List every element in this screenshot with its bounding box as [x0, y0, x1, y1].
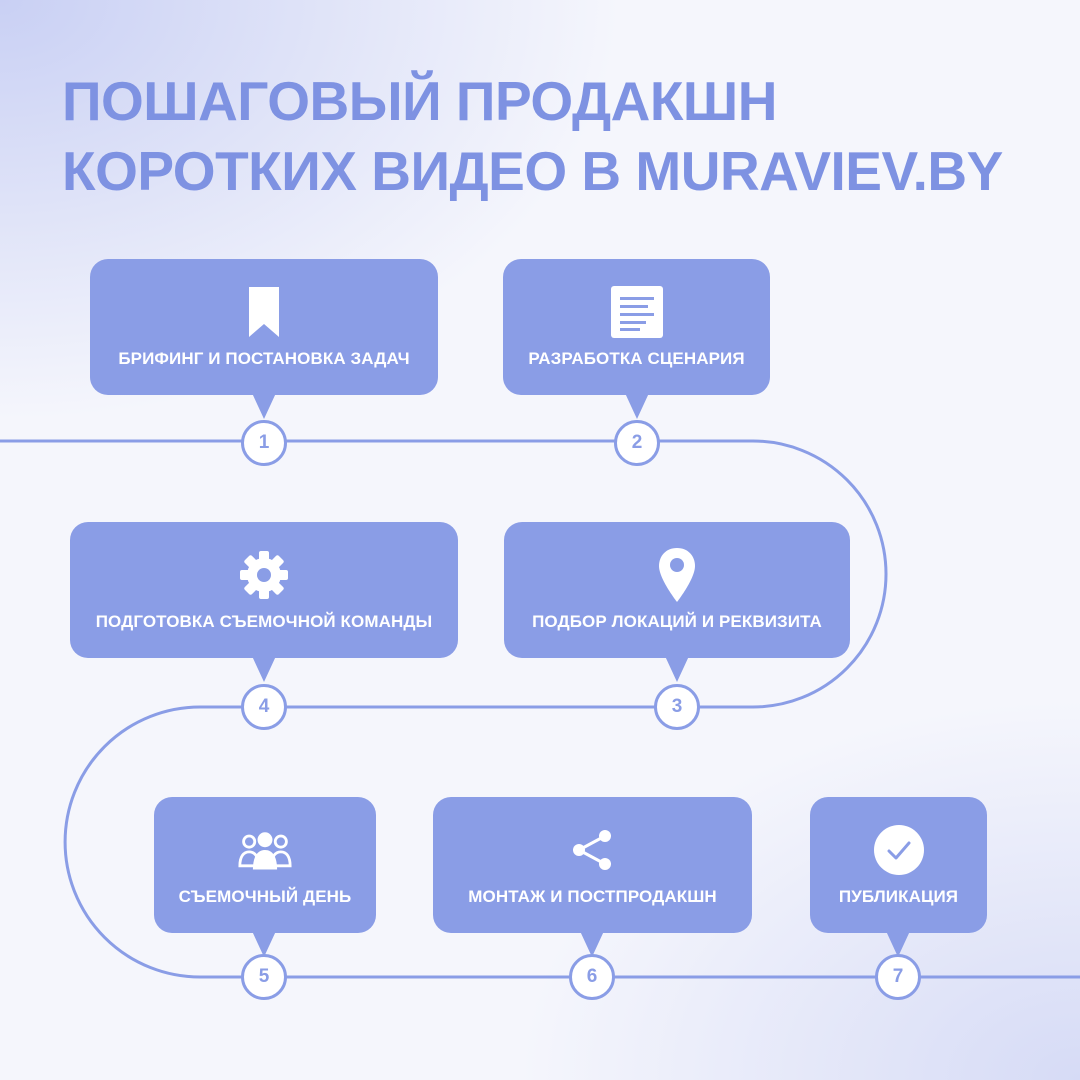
step-pointer-2	[625, 393, 649, 419]
title-line-2: коротких видео в muraviev.by	[62, 140, 1003, 202]
page-title: Пошаговый продакшн коротких видео в mura…	[62, 66, 1003, 206]
step-card-7: Публикация	[810, 797, 987, 933]
location-pin-icon	[650, 548, 704, 602]
step-pointer-3	[665, 656, 689, 682]
step-label-6: Монтаж и постпродакшн	[468, 887, 717, 906]
gear-icon	[237, 548, 291, 602]
step-pointer-4	[252, 656, 276, 682]
step-number-2: 2	[614, 420, 660, 466]
document-icon	[610, 285, 664, 339]
step-label-3: Подбор локаций и реквизита	[532, 612, 822, 631]
step-card-3: Подбор локаций и реквизита	[504, 522, 850, 658]
step-card-6: Монтаж и постпродакшн	[433, 797, 752, 933]
bookmark-icon	[237, 285, 291, 339]
title-line-1: Пошаговый продакшн	[62, 70, 777, 132]
step-card-5: Съемочный день	[154, 797, 376, 933]
step-pointer-7	[886, 931, 910, 957]
step-card-2: Разработка сценария	[503, 259, 770, 395]
step-label-1: Брифинг и постановка задач	[118, 349, 410, 368]
step-label-7: Публикация	[838, 887, 959, 906]
step-number-5: 5	[241, 954, 287, 1000]
share-icon	[566, 823, 620, 877]
step-label-5: Съемочный день	[178, 887, 352, 906]
people-icon	[238, 823, 292, 877]
step-number-3: 3	[654, 684, 700, 730]
route-path	[0, 439, 1080, 979]
step-number-6: 6	[569, 954, 615, 1000]
step-pointer-6	[580, 931, 604, 957]
step-number-7: 7	[875, 954, 921, 1000]
step-pointer-5	[252, 931, 276, 957]
step-label-2: Разработка сценария	[528, 349, 745, 368]
step-card-1: Брифинг и постановка задач	[90, 259, 438, 395]
step-pointer-1	[252, 393, 276, 419]
step-card-4: Подготовка съемочной команды	[70, 522, 458, 658]
check-circle-icon	[872, 823, 926, 877]
step-label-4: Подготовка съемочной команды	[95, 612, 433, 631]
step-number-4: 4	[241, 684, 287, 730]
step-number-1: 1	[241, 420, 287, 466]
